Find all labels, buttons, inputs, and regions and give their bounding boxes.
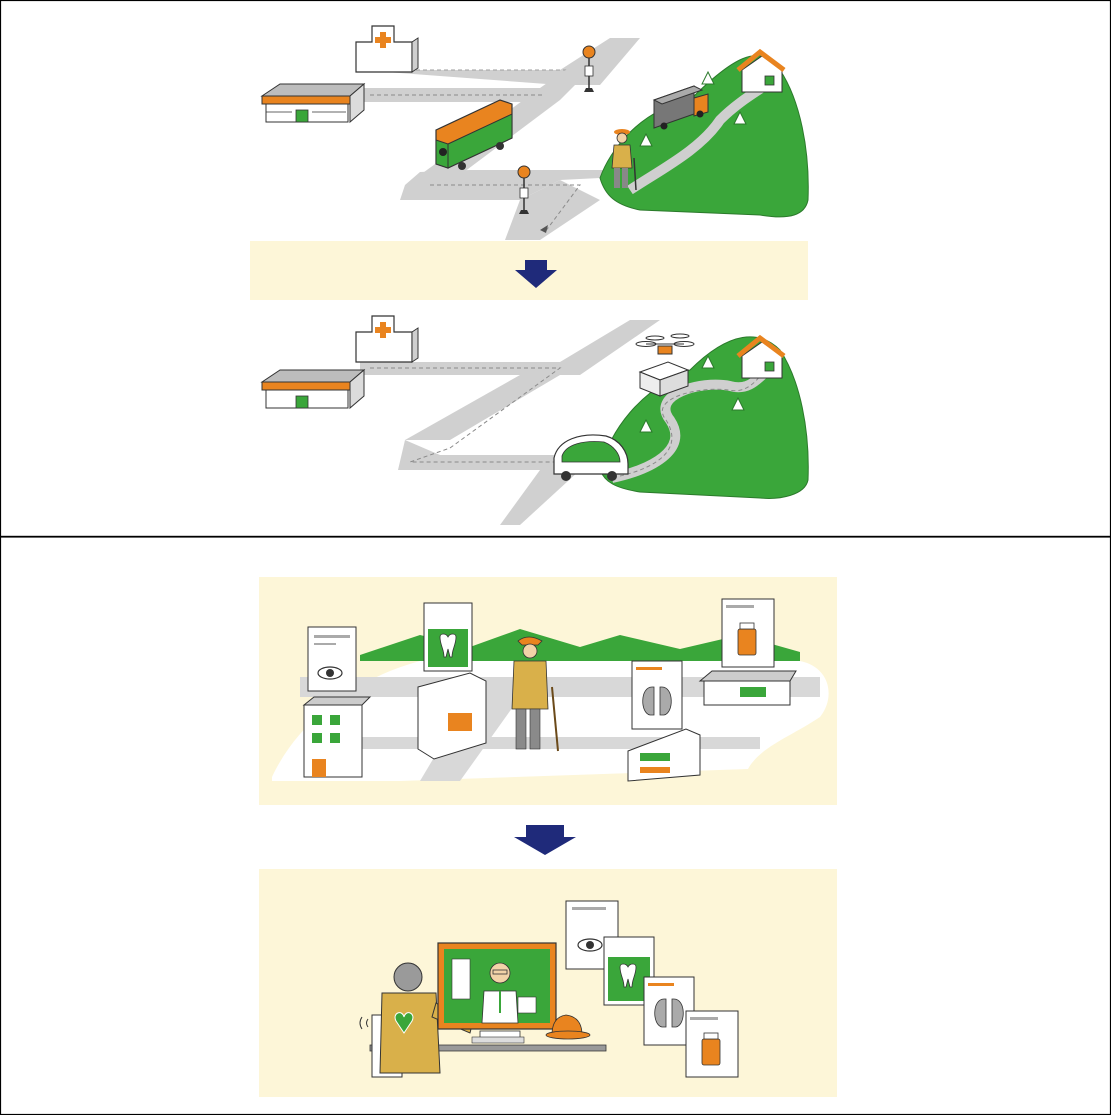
bus-icon [435, 99, 513, 170]
autonomous-car-icon [553, 434, 629, 481]
clinic-building [698, 670, 797, 706]
pharmacy-sign-icon [685, 1010, 739, 1078]
convenience-store-icon [260, 82, 366, 124]
truck-icon [652, 85, 709, 130]
scene-after-transport [260, 315, 809, 525]
drone-icon [635, 333, 695, 355]
dental-clinic-sign-icon [603, 936, 655, 1006]
transport-illustration [0, 0, 1111, 537]
hat-icon [545, 1014, 591, 1040]
medical-illustration [0, 537, 1111, 1115]
transport-illustration-cell [0, 0, 1111, 537]
bus-stop-icon [517, 165, 531, 214]
elderly-person-icon [511, 636, 559, 752]
pharmacy-sign-icon [721, 598, 775, 668]
clinic-building [302, 696, 372, 778]
down-arrow-icon [514, 825, 576, 855]
keyboard-icon [471, 1036, 525, 1044]
clinic-building [627, 728, 701, 782]
tree-icon [733, 110, 747, 125]
bus-stop-icon [582, 45, 596, 92]
elderly-person-icon [611, 129, 637, 191]
tree-icon [639, 132, 653, 147]
video-call-doctor-icon [437, 942, 557, 1040]
medical-illustration-cell [0, 537, 1111, 1115]
tree-icon [701, 354, 715, 369]
hospital-icon [355, 25, 419, 73]
down-arrow-icon [515, 260, 557, 288]
house-icon [736, 334, 786, 379]
heart-pulse-icon [394, 1012, 414, 1034]
eye-clinic-sign-icon [307, 626, 357, 692]
scene-before-transport [260, 25, 809, 240]
scene-before-medical [272, 598, 829, 782]
tree-icon [639, 418, 653, 433]
hospital-icon [355, 315, 419, 363]
eye-clinic-sign-icon [565, 900, 619, 970]
dental-clinic-sign-icon [423, 602, 473, 672]
clinic-building [417, 672, 487, 760]
lung-clinic-sign-icon [631, 660, 683, 730]
house-icon [736, 48, 786, 93]
convenience-store-icon [260, 368, 366, 410]
tree-icon [731, 396, 745, 411]
parcel-icon [638, 361, 690, 397]
scene-after-medical [359, 900, 739, 1078]
tree-icon [701, 70, 715, 85]
